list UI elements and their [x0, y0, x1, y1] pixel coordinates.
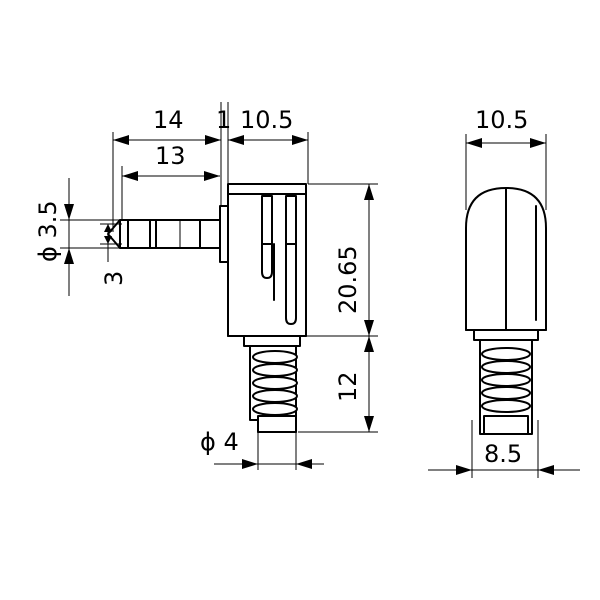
dim-3-label: 3: [100, 271, 128, 286]
strain-relief: [243, 335, 301, 433]
dim-10-5-top-label: 10.5: [240, 106, 293, 134]
plug-pin: [107, 219, 221, 249]
side-view: [465, 187, 547, 435]
dim-10-5-side-label: 10.5: [475, 106, 528, 134]
dim-phi-4-label: ϕ 4: [200, 428, 239, 456]
phi-symbol-2: ϕ: [200, 428, 216, 456]
front-dimensions: 14 1 10.5 13 ϕ 3.5 3 20.65: [34, 102, 378, 470]
side-dimensions: 10.5 8.5: [428, 106, 580, 478]
dim-20-65-label: 20.65: [334, 245, 362, 314]
front-view: [107, 183, 307, 433]
dim-phi-3-5-label: ϕ 3.5: [34, 200, 62, 262]
dim-8-5-label: 8.5: [484, 440, 522, 468]
dim-14-label: 14: [153, 106, 184, 134]
dim-4-value: 4: [223, 428, 238, 456]
plug-body: [227, 183, 307, 337]
dim-13-label: 13: [155, 142, 186, 170]
dim-1-label: 1: [216, 106, 231, 134]
dim-12-label: 12: [334, 371, 362, 402]
dim-3-5-value: 3.5: [34, 200, 62, 238]
phi-symbol: ϕ: [34, 246, 62, 262]
